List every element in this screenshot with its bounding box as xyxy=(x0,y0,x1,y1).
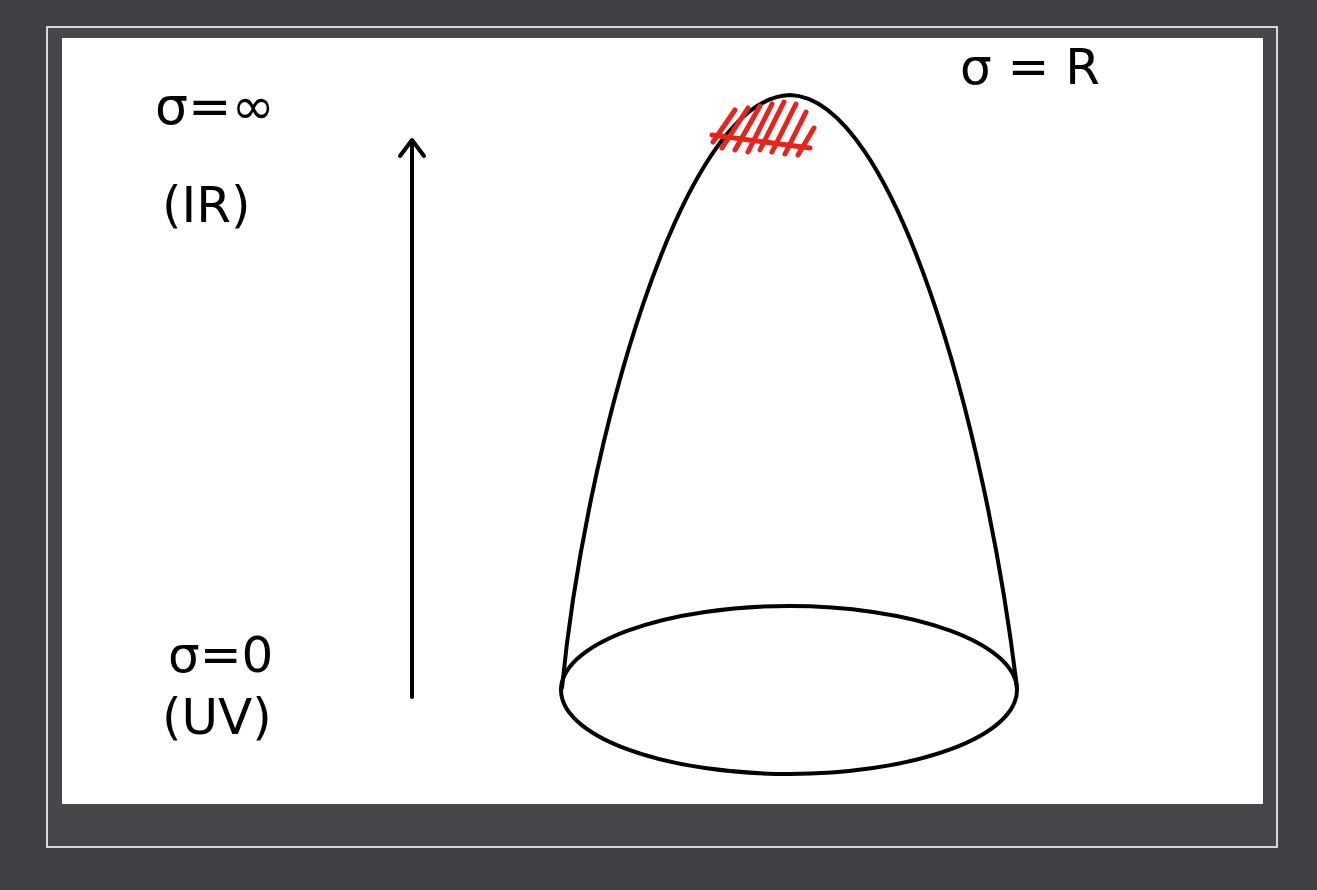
axis-label: (UV) xyxy=(162,690,272,745)
axis-label: σ=∞ xyxy=(155,78,275,135)
axis-label: (IR) xyxy=(162,178,251,233)
arrow-head xyxy=(400,140,424,156)
axis-label: σ=0 xyxy=(168,628,273,683)
tip-hatching xyxy=(712,102,814,155)
axis-label: σ = R xyxy=(960,40,1100,95)
cone-outline xyxy=(562,95,1017,688)
flow-arrow xyxy=(410,142,414,697)
cone-base xyxy=(561,606,1017,774)
